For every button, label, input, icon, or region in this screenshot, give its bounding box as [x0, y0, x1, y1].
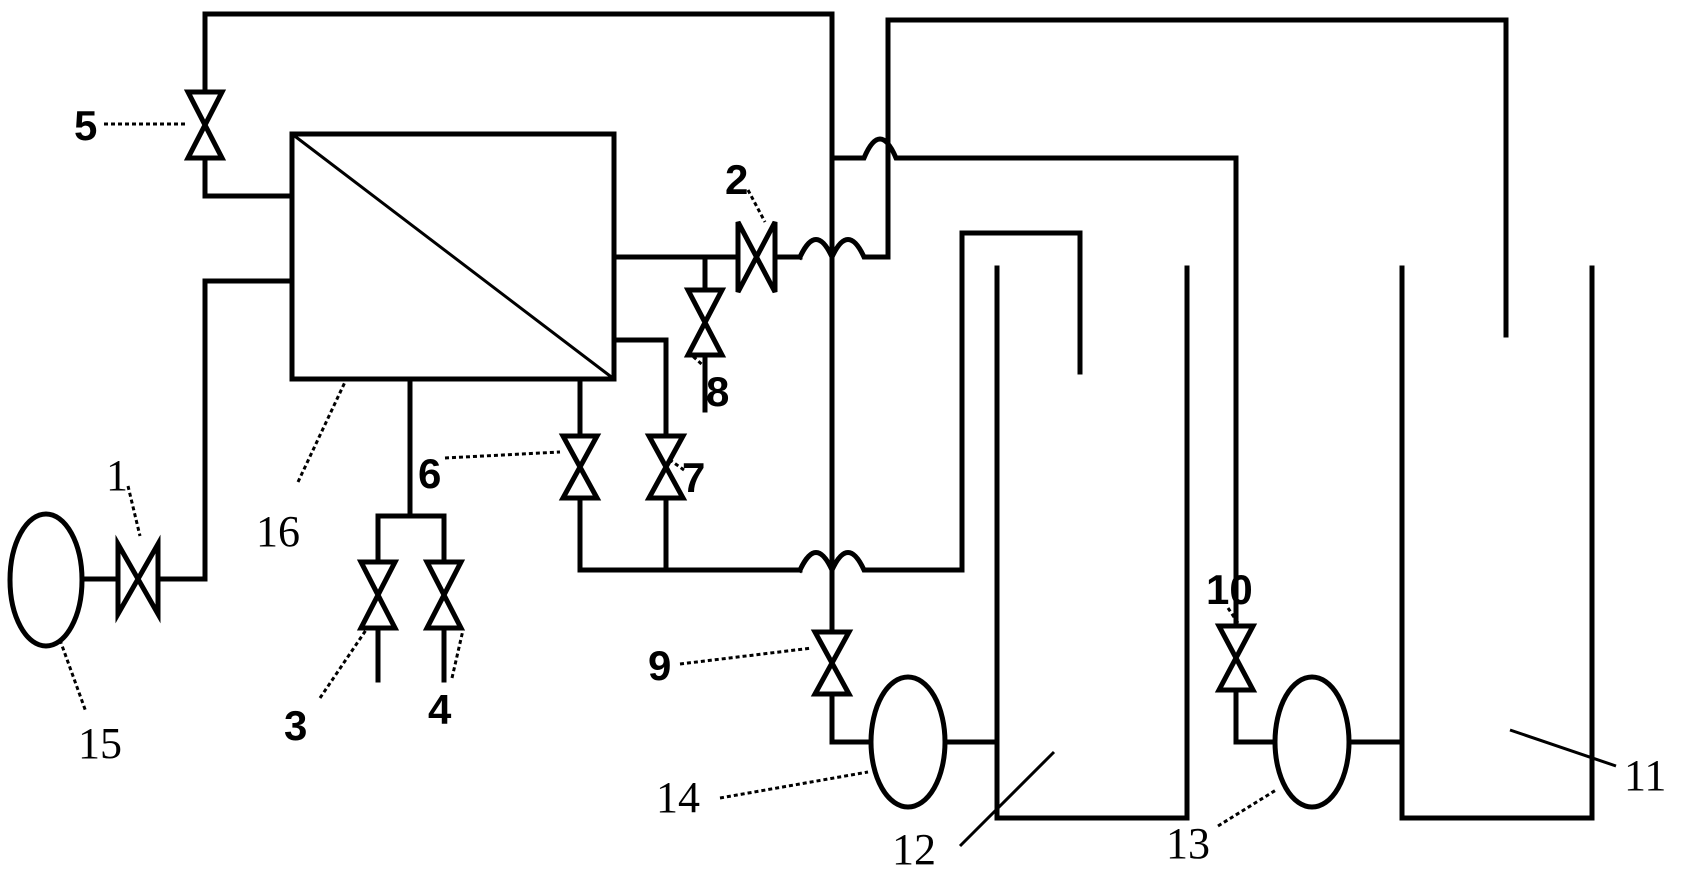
valve-4[interactable]: [422, 559, 466, 631]
valve-10[interactable]: [1214, 623, 1258, 693]
label-11: 11: [1624, 751, 1666, 800]
valve-5[interactable]: [183, 89, 227, 161]
label-9: 9: [648, 642, 671, 689]
label-1: 1: [106, 451, 128, 500]
label-7: 7: [682, 454, 705, 501]
pump-13[interactable]: [1272, 674, 1352, 810]
label-10: 10: [1206, 566, 1253, 613]
valve-8[interactable]: [683, 287, 727, 358]
label-12: 12: [892, 825, 936, 874]
label-16: 16: [256, 507, 300, 556]
label-14: 14: [656, 773, 700, 822]
label-15: 15: [78, 719, 122, 768]
tank-11: [1399, 265, 1595, 821]
membrane-module: [289, 131, 617, 382]
leader-lines: [58, 122, 1617, 848]
tank-12: [994, 265, 1190, 821]
pump-14[interactable]: [868, 674, 948, 810]
label-5: 5: [74, 102, 97, 149]
valve-3[interactable]: [356, 559, 400, 631]
valve-9[interactable]: [810, 629, 854, 697]
valve-1[interactable]: [115, 534, 161, 624]
valve-6[interactable]: [558, 433, 602, 501]
valve-7[interactable]: [644, 433, 688, 501]
label-4: 4: [428, 686, 452, 733]
label-2: 2: [725, 156, 748, 203]
label-8: 8: [706, 368, 729, 415]
valve-2[interactable]: [735, 220, 778, 294]
label-6: 6: [418, 450, 441, 497]
pump-15[interactable]: [7, 511, 85, 649]
pipe-network: [79, 11, 1509, 745]
label-13: 13: [1166, 819, 1210, 868]
label-3: 3: [284, 702, 307, 749]
